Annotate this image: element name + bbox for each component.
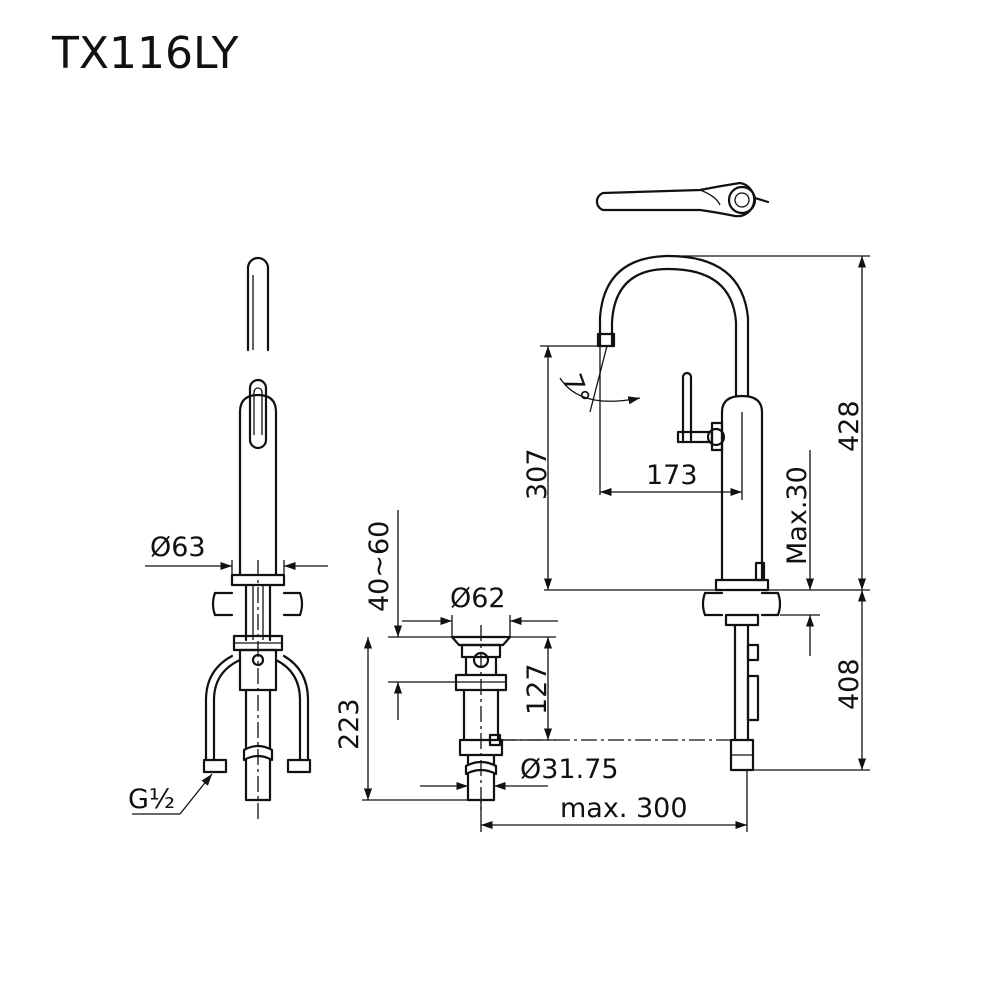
drain-view: 40~60 Ø62 223 127 Ø31.75 max. 300: [334, 510, 748, 832]
front-view: 307 7° 173 Max.30 428 408: [522, 181, 870, 772]
dim-173: 173: [646, 460, 698, 491]
model-title: TX116LY: [51, 28, 239, 79]
dim-d31-75: Ø31.75: [520, 754, 619, 785]
dim-127: 127: [522, 663, 553, 715]
side-view: Ø63 G½: [128, 256, 328, 820]
dim-223: 223: [334, 698, 365, 750]
dim-307: 307: [522, 448, 553, 500]
dim-range-40-60: 40~60: [364, 521, 395, 612]
dim-max30: Max.30: [782, 466, 813, 565]
dim-angle7: 7°: [555, 370, 595, 409]
dim-d63: Ø63: [150, 532, 206, 563]
dim-408: 408: [834, 658, 865, 710]
dim-max300: max. 300: [560, 793, 688, 824]
dim-d62: Ø62: [450, 583, 506, 614]
dim-g-half: G½: [128, 784, 175, 815]
dim-428: 428: [834, 400, 865, 452]
